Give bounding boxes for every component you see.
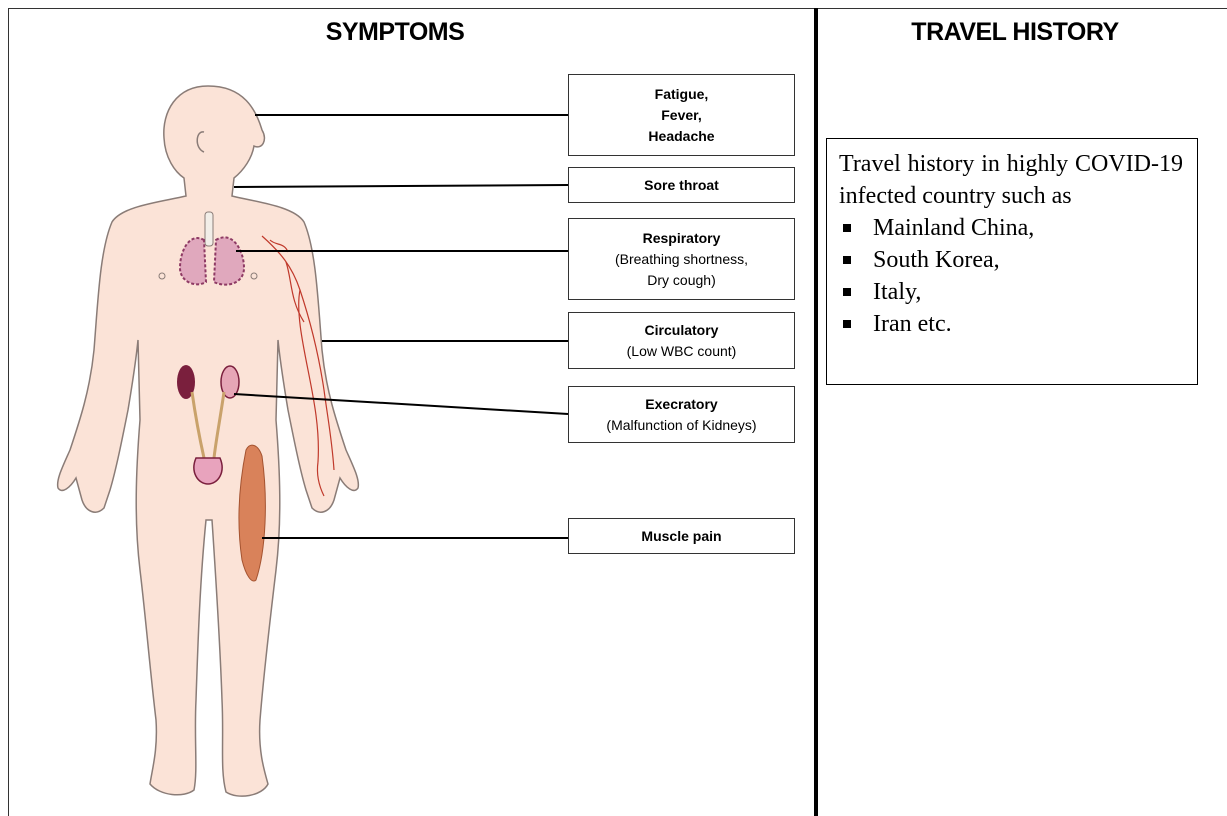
list-item: Mainland China,: [839, 212, 1183, 244]
country-name: Iran etc.: [873, 308, 952, 340]
label-detail: (Malfunction of Kidneys): [606, 415, 756, 436]
body-silhouette: [58, 86, 359, 796]
label-title: Respiratory: [643, 228, 721, 249]
square-bullet-icon: [843, 256, 851, 264]
country-name: South Korea,: [873, 244, 1000, 276]
label-detail: (Breathing shortness,: [615, 249, 748, 270]
trachea: [205, 212, 213, 246]
label-detail: Dry cough): [647, 270, 715, 291]
square-bullet-icon: [843, 320, 851, 328]
label-title: Fatigue,: [655, 84, 709, 105]
country-list: Mainland China, South Korea, Italy, Iran…: [839, 212, 1183, 340]
label-circulatory: Circulatory (Low WBC count): [568, 312, 795, 369]
bladder: [194, 458, 222, 484]
label-detail: Headache: [648, 126, 714, 147]
label-title: Circulatory: [645, 320, 719, 341]
travel-intro-text: Travel history in highly COVID-19 infect…: [839, 148, 1183, 212]
travel-history-box: Travel history in highly COVID-19 infect…: [826, 138, 1198, 385]
label-title: Muscle pain: [641, 526, 721, 547]
thigh-muscle: [239, 445, 265, 581]
square-bullet-icon: [843, 224, 851, 232]
country-name: Italy,: [873, 276, 921, 308]
list-item: Italy,: [839, 276, 1183, 308]
label-title: Sore throat: [644, 175, 719, 196]
square-bullet-icon: [843, 288, 851, 296]
country-name: Mainland China,: [873, 212, 1034, 244]
label-execratory: Execratory (Malfunction of Kidneys): [568, 386, 795, 443]
list-item: South Korea,: [839, 244, 1183, 276]
label-muscle-pain: Muscle pain: [568, 518, 795, 554]
leader-line-sore-throat: [234, 185, 568, 187]
label-detail: (Low WBC count): [627, 341, 737, 362]
label-sore-throat: Sore throat: [568, 167, 795, 203]
label-respiratory: Respiratory (Breathing shortness, Dry co…: [568, 218, 795, 300]
leader-line-execratory: [234, 394, 568, 414]
label-fatigue-fever-headache: Fatigue, Fever, Headache: [568, 74, 795, 156]
label-title: Execratory: [645, 394, 717, 415]
label-detail: Fever,: [661, 105, 701, 126]
list-item: Iran etc.: [839, 308, 1183, 340]
